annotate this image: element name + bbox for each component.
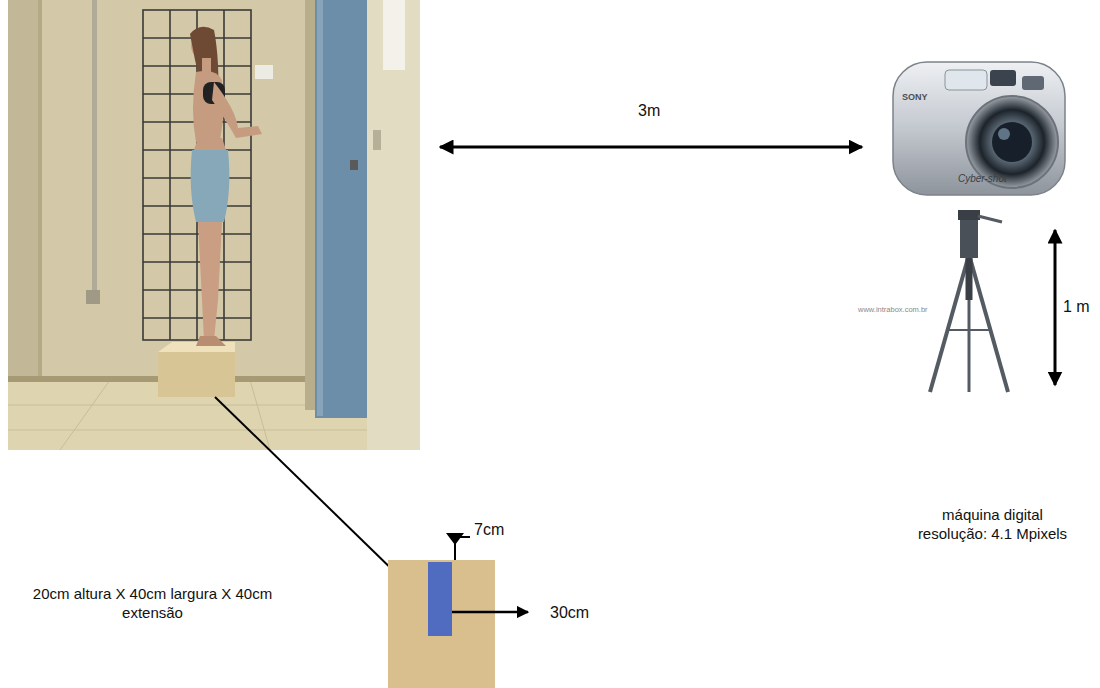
box-detail — [388, 533, 528, 688]
pointer-arrow — [215, 397, 405, 582]
distance-label: 3m — [638, 101, 660, 121]
height-label: 1 m — [1063, 297, 1090, 317]
camera-model: Cyber-shot — [958, 173, 1007, 186]
tripod — [930, 210, 1008, 392]
box-size-note: 20cm altura X 40cm largura X 40cm extens… — [30, 585, 275, 623]
photo — [8, 0, 420, 450]
camera-note: máquina digital resolução: 4.1 Mpixels — [910, 506, 1075, 544]
dimension-label: 30cm — [550, 603, 589, 623]
camera-brand: SONY — [902, 92, 928, 103]
watermark: www.intrabox.com.br — [858, 305, 928, 314]
dimension-label: 7cm — [474, 520, 504, 540]
distance-arrow — [440, 146, 862, 149]
woman — [190, 27, 262, 346]
height-arrow — [1054, 230, 1057, 385]
camera — [893, 62, 1065, 195]
